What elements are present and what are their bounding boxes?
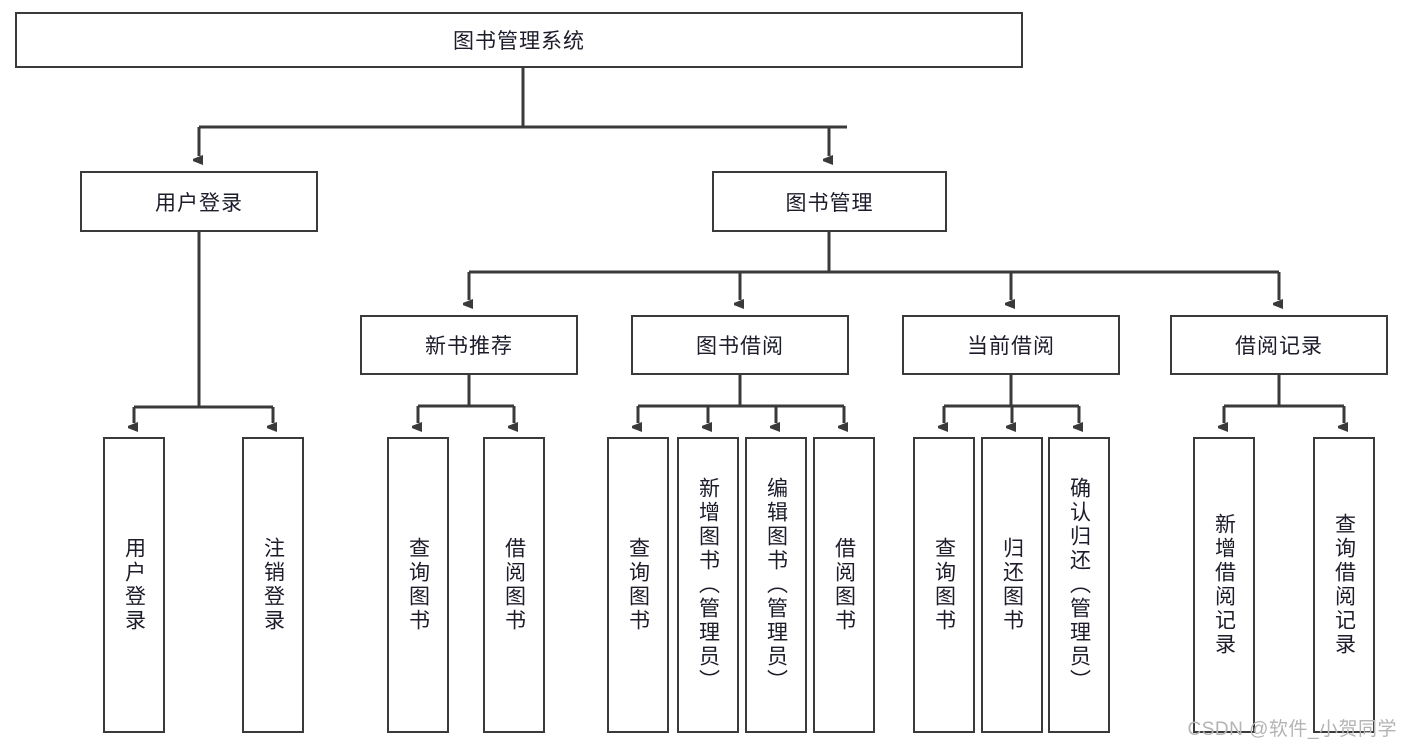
node-label: 编辑图书（管理员） — [764, 477, 788, 693]
leaf-borrow-book-new[interactable]: 借阅图书 — [483, 437, 545, 733]
edge-group-user-login — [134, 232, 273, 423]
leaf-user-login[interactable]: 用户登录 — [103, 437, 165, 733]
node-label: 用户登录 — [155, 191, 243, 215]
leaf-edit-book-admin[interactable]: 编辑图书（管理员） — [745, 437, 807, 733]
leaf-return-book[interactable]: 归还图书 — [981, 437, 1043, 733]
node-label: 当前借阅 — [967, 335, 1055, 358]
edge-group-new-books — [418, 375, 514, 423]
node-label: 借阅图书 — [502, 537, 526, 633]
node-book-borrow[interactable]: 图书借阅 — [631, 315, 849, 375]
leaf-add-book-admin[interactable]: 新增图书（管理员） — [677, 437, 739, 733]
node-label: 新增借阅记录 — [1212, 513, 1236, 657]
node-root-library-system[interactable]: 图书管理系统 — [15, 12, 1023, 68]
leaf-query-book-current[interactable]: 查询图书 — [913, 437, 975, 733]
node-label: 借阅图书 — [832, 537, 856, 633]
node-user-login[interactable]: 用户登录 — [80, 171, 318, 232]
node-label: 图书管理 — [785, 191, 874, 215]
leaf-query-book-borrow[interactable]: 查询图书 — [607, 437, 669, 733]
leaf-borrow-book[interactable]: 借阅图书 — [813, 437, 875, 733]
edge-group-book-mgmt — [469, 232, 1279, 300]
edge-group-root — [199, 68, 847, 156]
leaf-confirm-return-admin[interactable]: 确认归还（管理员） — [1048, 437, 1110, 733]
node-current-borrow[interactable]: 当前借阅 — [902, 315, 1120, 375]
node-book-management[interactable]: 图书管理 — [712, 171, 947, 232]
node-label: 查询图书 — [406, 537, 430, 633]
node-label: 确认归还（管理员） — [1067, 477, 1091, 693]
node-new-book-recommend[interactable]: 新书推荐 — [360, 315, 578, 375]
node-label: 注销登录 — [261, 537, 285, 633]
node-label: 归还图书 — [1000, 537, 1024, 633]
edge-group-borrow-record — [1224, 375, 1344, 423]
edge-group-book-borrow — [638, 375, 844, 423]
leaf-query-book-new[interactable]: 查询图书 — [387, 437, 449, 733]
node-label: 用户登录 — [122, 537, 146, 633]
leaf-query-borrow-record[interactable]: 查询借阅记录 — [1313, 437, 1375, 733]
node-label: 查询图书 — [626, 537, 650, 633]
node-borrow-record[interactable]: 借阅记录 — [1170, 315, 1388, 375]
watermark-text: CSDN @软件_小贺同学 — [1187, 719, 1397, 740]
leaf-add-borrow-record[interactable]: 新增借阅记录 — [1193, 437, 1255, 733]
node-label: 新书推荐 — [425, 335, 513, 358]
node-label: 图书管理系统 — [453, 30, 585, 53]
node-label: 新增图书（管理员） — [696, 477, 720, 693]
node-label: 查询借阅记录 — [1332, 513, 1356, 657]
node-label: 图书借阅 — [696, 335, 784, 358]
node-label: 查询图书 — [932, 537, 956, 633]
node-label: 借阅记录 — [1235, 335, 1323, 358]
edge-group-current-borrow — [944, 375, 1079, 423]
leaf-user-logout[interactable]: 注销登录 — [242, 437, 304, 733]
